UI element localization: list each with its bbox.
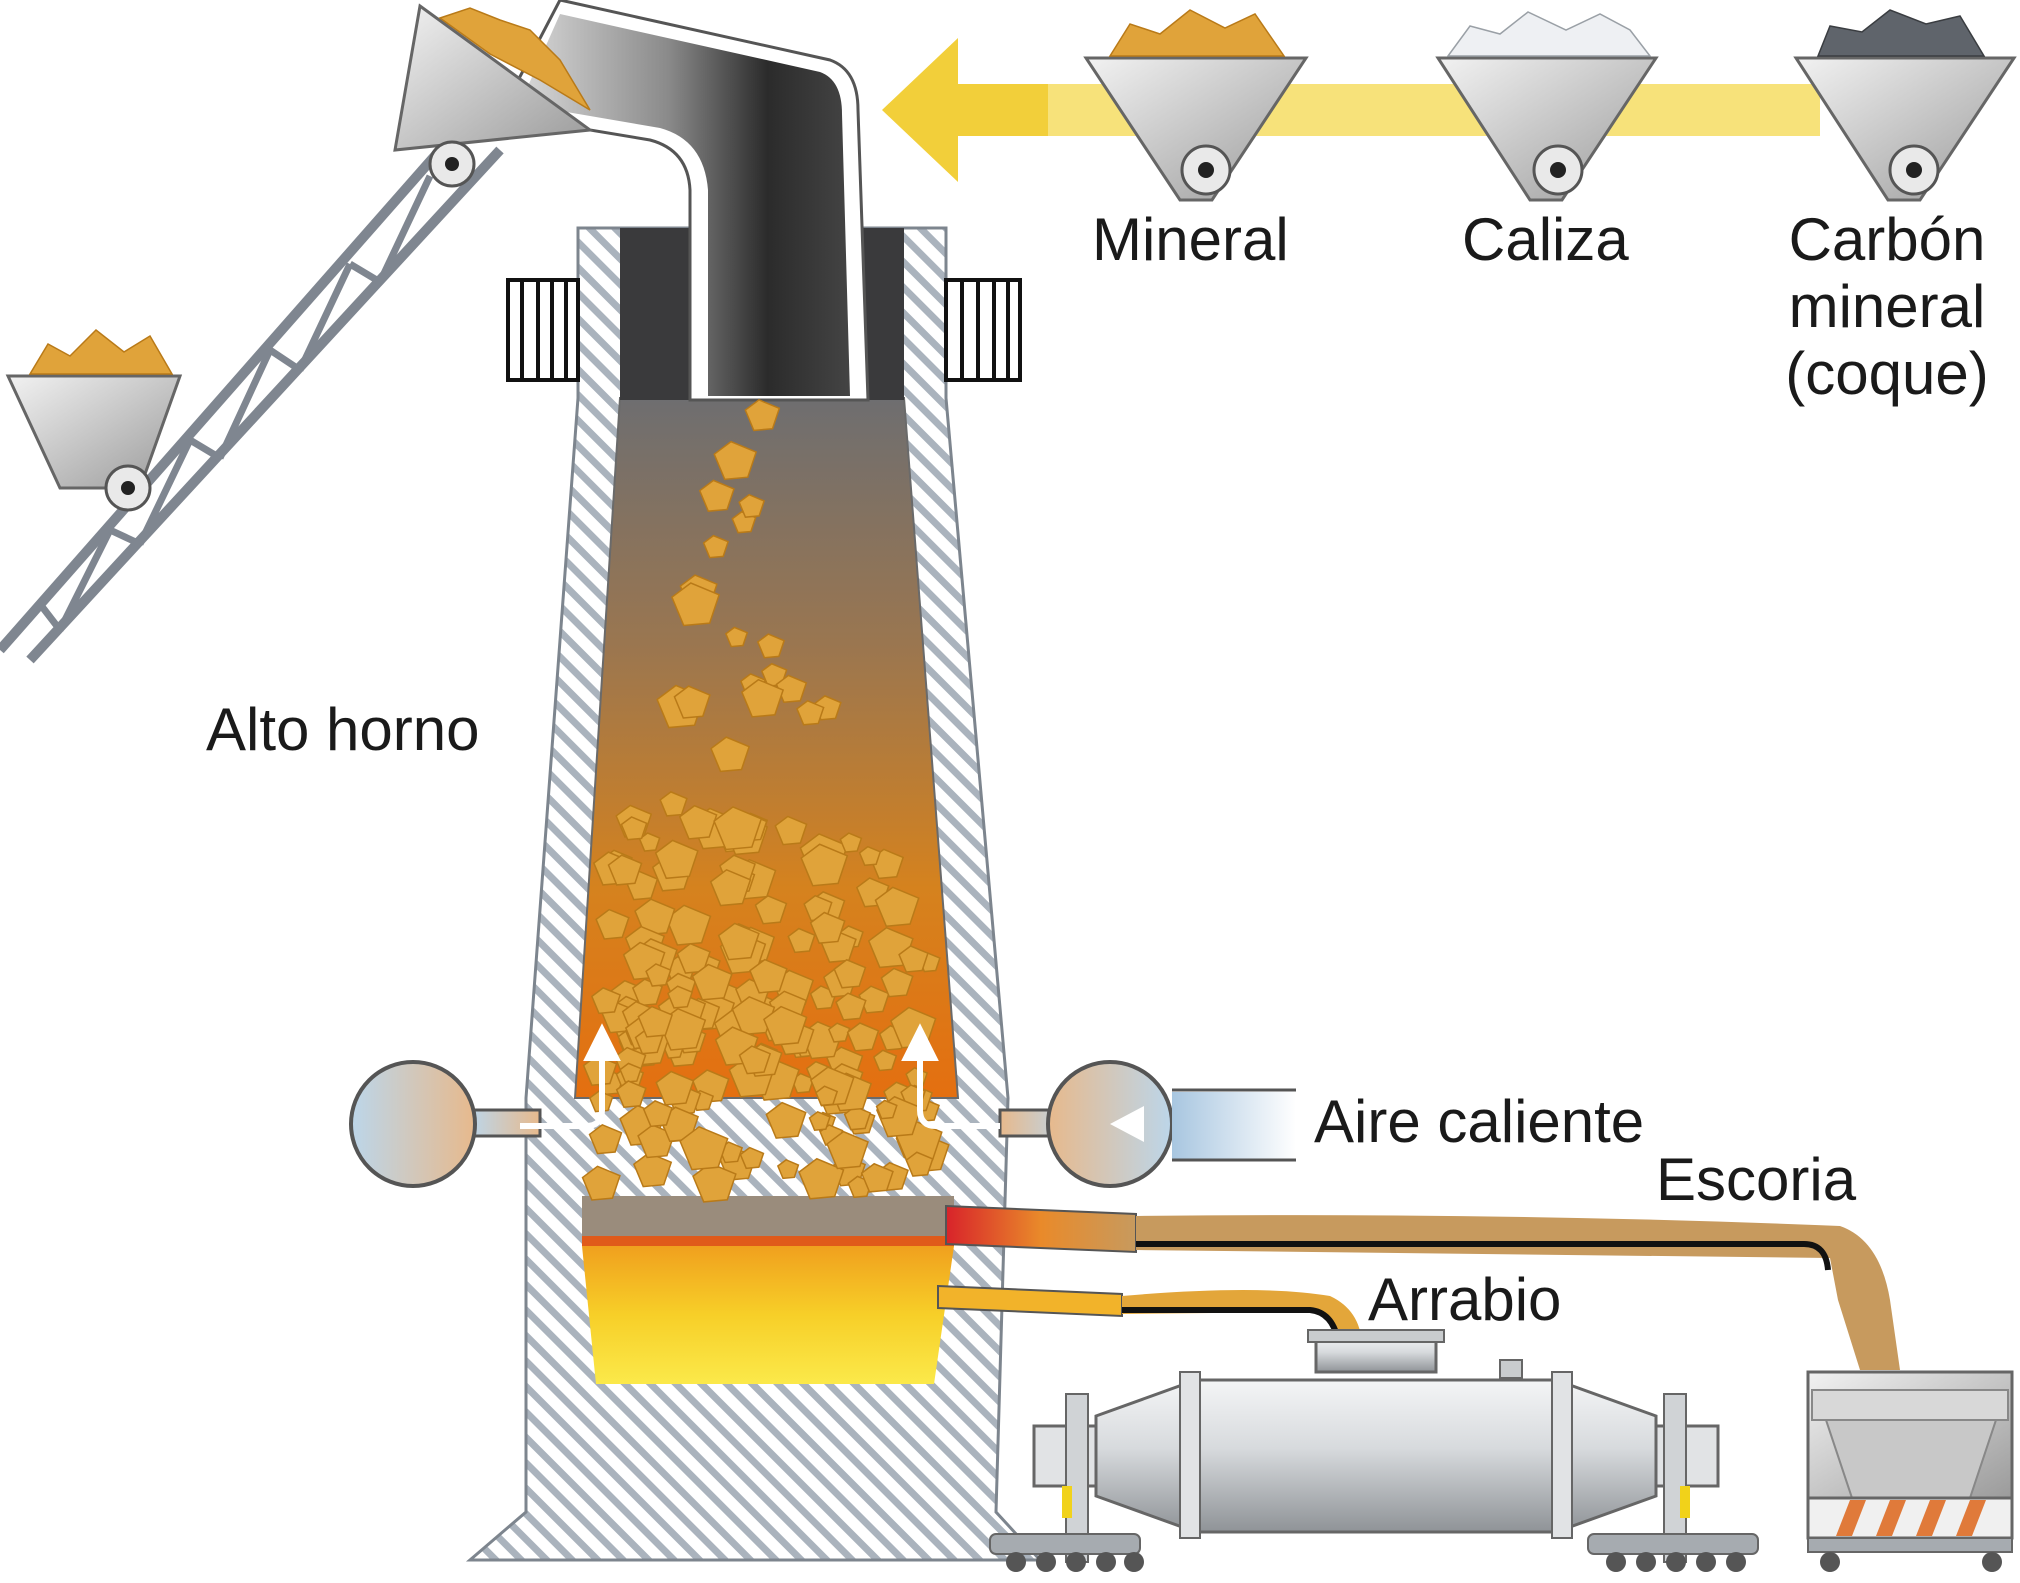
- label-coal-line1: Carbón: [1788, 206, 1986, 273]
- ore-chunk: [898, 945, 929, 973]
- torpedo-car-icon: [989, 1329, 1759, 1572]
- skip-cart-icon: [5, 328, 183, 512]
- ore-chunk: [645, 963, 672, 987]
- ore-chunk: [796, 699, 825, 726]
- limestone-cart-icon: [1435, 11, 1659, 202]
- hot-air-arrows: [520, 1023, 1144, 1142]
- ore-chunk: [787, 927, 816, 954]
- ore-chunk: [744, 399, 781, 432]
- label-slag: Escoria: [1656, 1146, 1857, 1213]
- ore-chunk: [678, 804, 718, 840]
- ore-chunk: [839, 832, 863, 853]
- ore-cart-icon: [1083, 9, 1309, 202]
- ore-chunk: [872, 1049, 898, 1072]
- ore-chunk: [776, 1159, 800, 1180]
- label-blast-furnace: Alto horno: [206, 696, 480, 763]
- ore-chunk: [642, 1100, 673, 1128]
- ore-chunk: [791, 1072, 815, 1094]
- skip-conveyor-icon: [0, 146, 504, 664]
- ore-chunk: [655, 1070, 695, 1106]
- ore-chunk: [637, 1124, 676, 1159]
- ore-chunk: [874, 886, 920, 928]
- ore-chunk: [858, 985, 890, 1014]
- ore-chunk: [607, 854, 643, 886]
- ore-chunk: [620, 816, 648, 841]
- ore-chunk: [671, 582, 721, 627]
- ore-chunk: [833, 958, 867, 989]
- ore-chunk: [698, 479, 735, 512]
- ore-chunk: [860, 1162, 894, 1193]
- ore-chunk: [738, 1045, 772, 1075]
- ore-chunk: [588, 1123, 623, 1155]
- ore-chunk: [827, 1022, 851, 1043]
- ore-chunk: [774, 815, 808, 846]
- ore-chunk: [826, 1130, 869, 1170]
- ore-chunk: [763, 1005, 808, 1046]
- supply-arrow-icon: [882, 38, 1820, 182]
- ore-chunk: [709, 868, 752, 907]
- ore-chunk: [590, 987, 622, 1015]
- ore-chunk: [595, 908, 630, 940]
- ore-chunk: [756, 633, 786, 659]
- ore-chunk: [710, 736, 751, 773]
- ore-chunk: [815, 1085, 839, 1107]
- label-limestone: Caliza: [1462, 206, 1629, 273]
- ore-chunk: [835, 992, 867, 1021]
- label-coal: Carbón mineral (coque): [1764, 206, 2010, 408]
- ore-chunk: [808, 1110, 831, 1132]
- label-hot-air: Aire caliente: [1314, 1088, 1645, 1155]
- ore-chunk: [809, 911, 846, 944]
- ore-chunk: [676, 942, 711, 974]
- ore-chunk: [739, 1146, 765, 1170]
- ore-chunk: [654, 839, 699, 880]
- ore-chunk: [754, 894, 788, 925]
- ore-chunk: [667, 985, 694, 1009]
- charging-chute: [497, 0, 870, 402]
- ore-chunk: [702, 534, 730, 559]
- ore-chunk: [638, 832, 661, 852]
- ore-chunk: [713, 806, 763, 851]
- iron-tap: [937, 1284, 1362, 1344]
- label-pig-iron: Arrabio: [1368, 1266, 1562, 1333]
- ore-chunk: [717, 922, 760, 961]
- ore-chunk: [738, 493, 766, 518]
- ore-chunk: [880, 967, 914, 998]
- ore-chunk: [665, 904, 712, 946]
- top-skip-cart-icon: [393, 3, 595, 188]
- coke-cart-icon: [1793, 9, 2017, 202]
- ore-chunk: [749, 958, 788, 994]
- slag-car-icon: [1806, 1370, 2014, 1572]
- ore-chunk: [637, 1005, 674, 1038]
- ore-chunk: [740, 678, 785, 718]
- ore-chunk: [798, 1157, 845, 1200]
- label-ore: Mineral: [1092, 206, 1289, 273]
- ore-chunk: [775, 674, 808, 704]
- ore-chunk: [713, 440, 758, 481]
- ore-chunk: [619, 1062, 642, 1083]
- label-coal-line3: (coque): [1785, 340, 1989, 408]
- ore-chunk: [581, 1165, 621, 1201]
- ore-chunk: [673, 685, 711, 719]
- ore-chunk: [800, 843, 849, 887]
- ore-chunk: [659, 791, 688, 817]
- top-railing: [506, 278, 1022, 382]
- label-coal-line2: mineral: [1788, 273, 1986, 341]
- ore-chunk: [875, 1099, 898, 1120]
- slag-tap: [945, 1204, 1900, 1370]
- falling-charge: [581, 399, 950, 1203]
- ore-chunk: [691, 963, 733, 1001]
- ore-chunk: [858, 845, 882, 867]
- ore-chunk: [846, 1022, 880, 1052]
- ore-chunk: [679, 1125, 729, 1171]
- ore-chunk: [615, 1080, 647, 1109]
- ore-chunk: [905, 1151, 934, 1177]
- ore-chunk: [724, 626, 749, 648]
- ore-chunk: [765, 1101, 807, 1139]
- hot-air-bustle-icon: [349, 1060, 1296, 1188]
